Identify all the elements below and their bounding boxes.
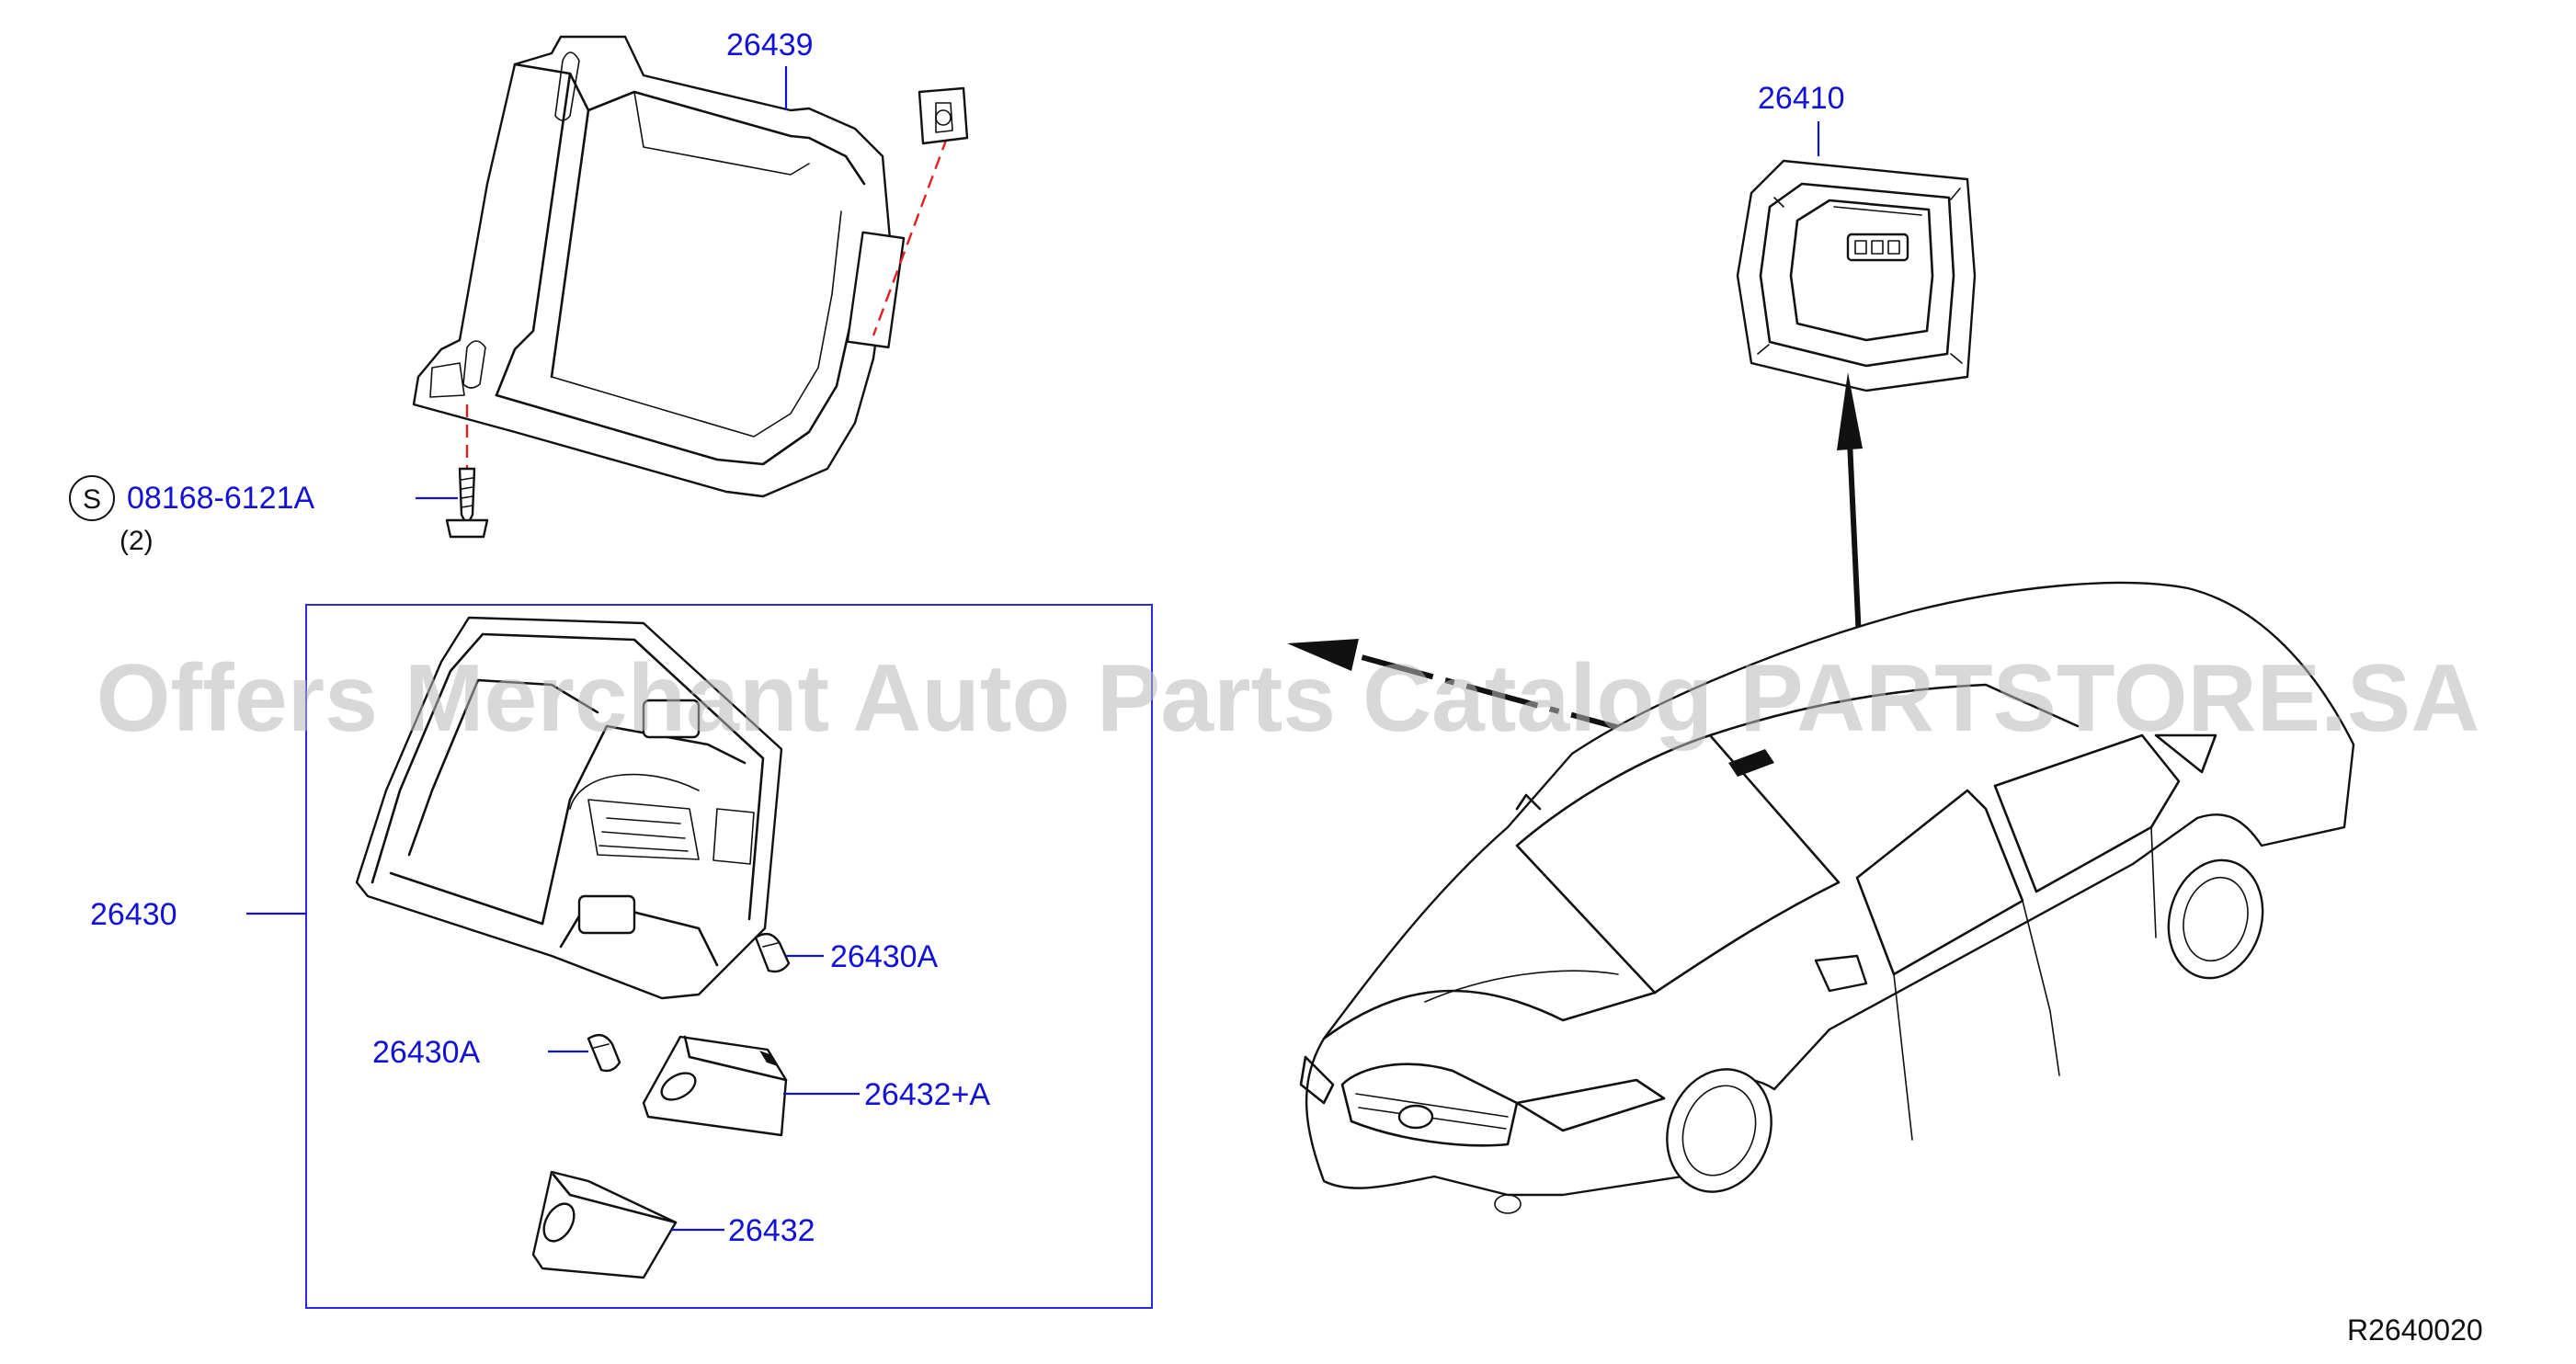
screw-drawing [445,467,489,539]
label-26432-plus-A[interactable]: 26432+A [864,1077,990,1112]
label-26430A-right[interactable]: 26430A [830,939,939,974]
lens-26432-drawing [531,1170,678,1279]
install-line-clip [872,137,949,336]
screw-symbol: S [83,484,101,515]
label-26430[interactable]: 26430 [90,897,177,932]
clip-drawing [918,86,969,145]
label-26439[interactable]: 26439 [726,28,814,63]
watermark: Offers Merchant Auto Parts Catalog PARTS… [97,645,2480,752]
bulb-right-drawing [754,932,791,973]
label-08168-6121A[interactable]: 08168-6121A [127,481,315,516]
lens-26432A-drawing [642,1035,788,1137]
label-26410[interactable]: 26410 [1758,81,1845,116]
map-lamp-26430-drawing [355,616,783,1000]
assembly-box-26430 [305,604,1153,1309]
label-26430A-left[interactable]: 26430A [372,1035,481,1070]
room-lamp-26410-drawing [1736,159,1977,392]
label-screw-qty: (2) [120,526,154,556]
bulb-left-drawing [587,1033,621,1073]
car-drawing [1299,581,2355,1214]
label-26432[interactable]: 26432 [728,1213,815,1248]
diagram-ref: R2640020 [2347,1313,2483,1347]
bracket-26439-drawing [412,35,906,498]
